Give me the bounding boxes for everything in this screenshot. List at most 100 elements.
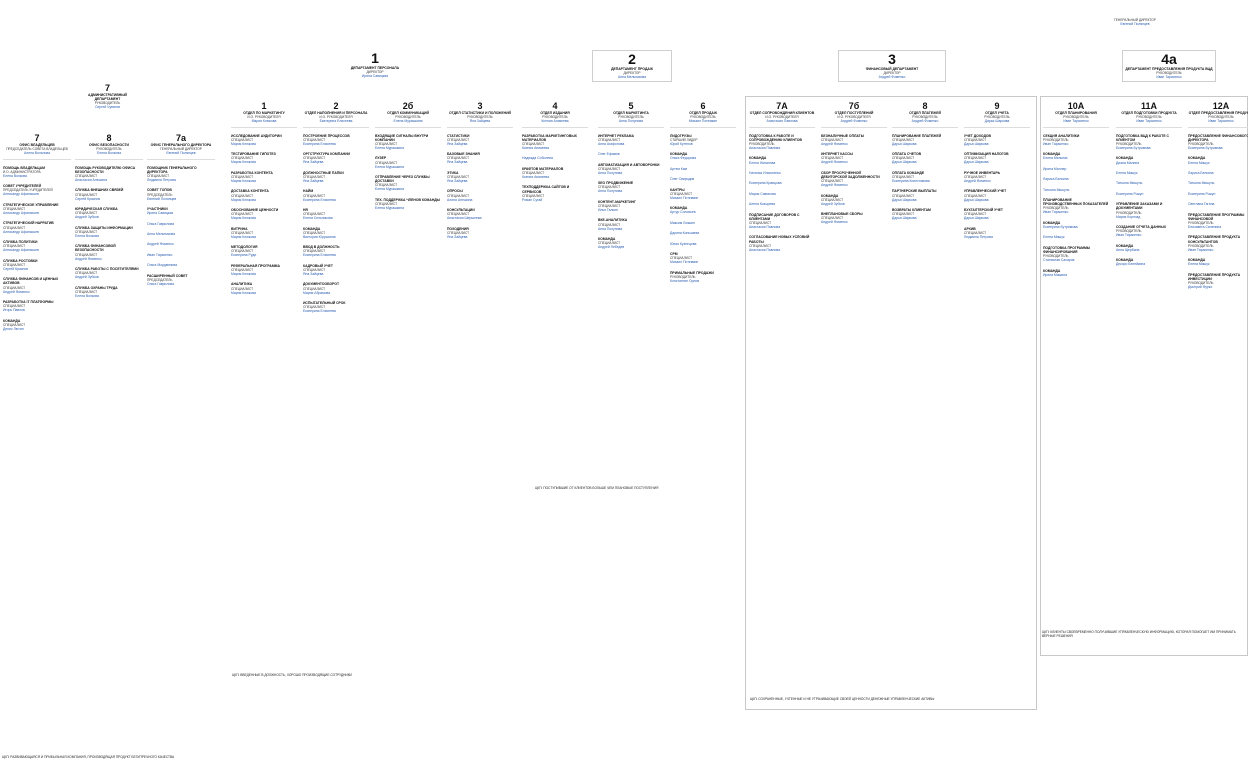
function-person: Юрий Кутепов (670, 141, 693, 146)
function-person: Андрей Фоменко (821, 183, 848, 188)
function-role: СПЕЦИАЛИСТ (75, 289, 98, 294)
function-person: Елена Мельник (1043, 156, 1068, 161)
function-person: Александр Афанасьев (3, 192, 39, 197)
function-item: Юлия Кузнецова (670, 242, 736, 246)
function-role: РУКОВОДИТЕЛЬ (749, 142, 775, 147)
column-name: Елена Волкова (97, 151, 121, 156)
function-item: Светлана Гагина (1188, 202, 1248, 206)
function-title: РАСШИРЕННЫЙ СОВЕТ (147, 273, 188, 278)
function-role: СПЕЦИАЛИСТ (964, 193, 987, 198)
function-person: Елена Мишук (1188, 160, 1210, 165)
function-person: Светлана Гагина (1188, 202, 1215, 207)
function-item: Олег Ефимов (598, 152, 664, 156)
function-role: СПЕЦИАЛИСТ (447, 193, 470, 198)
function-title: КОМАНДА (1043, 268, 1061, 273)
division-name: Ирина Савицкая (361, 74, 389, 79)
function-role: СПЕЦИАЛИСТ (749, 243, 772, 248)
function-role: СПЕЦИАЛИСТ (75, 174, 98, 179)
function-person: Лариса Белкина (1043, 177, 1069, 182)
function-role: СПЕЦИАЛИСТ (375, 160, 398, 165)
function-person: Анна Полунова (598, 170, 623, 175)
column-num: 12А (1212, 101, 1230, 111)
function-person: Екатерина Рожун (1116, 191, 1144, 196)
function-role: СПЕЦИАЛИСТ (964, 230, 987, 235)
function-person: Андрей Фоменко (964, 179, 991, 184)
function-person: Надежда Соболева (522, 156, 553, 161)
column-title: ОФИС БЕЗОПАСНОСТИ (89, 143, 129, 147)
function-role: СПЕЦИАЛИСТ (964, 156, 987, 161)
function-role: СТАРШИЙ ЛИДЕР (670, 137, 698, 142)
column-num: 2б (402, 101, 414, 111)
function-title: ЛУЗЕР (375, 156, 387, 161)
function-person: Сергей Краснов (3, 266, 29, 271)
goal-dept4: ЦКП: КЛИЕНТЫ СВОЕВРЕМЕННО ПОЛУЧИВШИЕ УПР… (1042, 630, 1236, 638)
function-title: ДОЛЖНОСТНЫЕ ПАПКИ (303, 170, 344, 175)
function-person: Дарина Конышева (670, 231, 700, 236)
function-role: СПЕЦИАЛИСТ (303, 193, 326, 198)
column-title: ОТДЕЛ ПОДГОТОВКИ ПРОДУКТА (1121, 111, 1177, 115)
function-person: Дарья Шаркова (964, 160, 989, 165)
function-title: СТАТИСТИКИ (447, 133, 470, 138)
function-item: Алена Козырева (749, 202, 815, 206)
function-role: РУКОВОДИТЕЛЬ (1116, 142, 1142, 147)
column-name: Андрей Фоменко (911, 119, 939, 124)
function-person: Екатерина Елисеева (303, 309, 336, 314)
function-title: СЕКЦИЯ АНАЛИТИКИ (1043, 133, 1080, 138)
function-title: ТЕХ. ПОДДЕРЖКА ЧЛЕНОВ КОМАНДЫ (375, 197, 441, 202)
function-title: ПРЕДОСТАВЛЕНИЕ ПРОДУКТА ИНВЕСТИЦИИ (1188, 272, 1241, 282)
function-role: СПЕЦИАЛИСТ (231, 175, 254, 180)
function-role: СПЕЦИАЛИСТ (522, 171, 545, 176)
column-name: Иван Тарасенко (1208, 119, 1234, 124)
column-name: Алена Вольнова (23, 151, 51, 156)
function-title: СОВЕТ УЧРЕДИТЕЛЕЙ (3, 184, 42, 189)
column-num: 5 (628, 101, 634, 111)
function-role: СПЕЦИАЛИСТ (375, 142, 398, 147)
function-role: РУКОВОДИТЕЛЬ (1188, 243, 1214, 248)
function-person: Елена Сельникова (303, 216, 333, 221)
function-person: Дарья Шаркова (964, 141, 989, 146)
function-person: Яна Зайцева (303, 160, 324, 165)
function-person: Яна Зайцева (447, 141, 468, 146)
function-person: Михаил Потемкин (670, 195, 699, 200)
division-name: Андрей Фоменко (878, 75, 906, 80)
column-title: ОТДЕЛ НАПОЛНЕНИЯ И ПЕРСОНАЛА (304, 111, 368, 115)
function-person: Мария Клюкова (231, 160, 256, 165)
function-title: ЮРИДИЧЕСКАЯ СЛУЖБА (75, 207, 118, 212)
function-person: Иван Тарасенко (1043, 210, 1069, 215)
function-person: Илья Галкин (598, 208, 618, 213)
function-role: СПЕЦИАЛИСТ (821, 197, 844, 202)
function-person: Татьяна Мишуль (1116, 181, 1143, 186)
function-title: ПРЕДОСТАВЛЕНИЕ ПРОДУКТА КОНСУЛЬТАНТОВ (1188, 235, 1241, 244)
function-title: ПЛАНИРОВАНИЕ ПЛАТЕЖЕЙ (892, 133, 942, 138)
function-role: СПЕЦИАЛИСТ (821, 137, 844, 142)
column-num: 2 (333, 101, 339, 111)
column-role: РУКОВОДИТЕЛЬ (690, 115, 716, 120)
function-item: Надежда Соболева (522, 156, 588, 160)
function-person: Екатерина Бутримова (1188, 146, 1223, 151)
column-num: 8 (106, 133, 112, 143)
function-person: Мария Клюкова (231, 179, 256, 184)
